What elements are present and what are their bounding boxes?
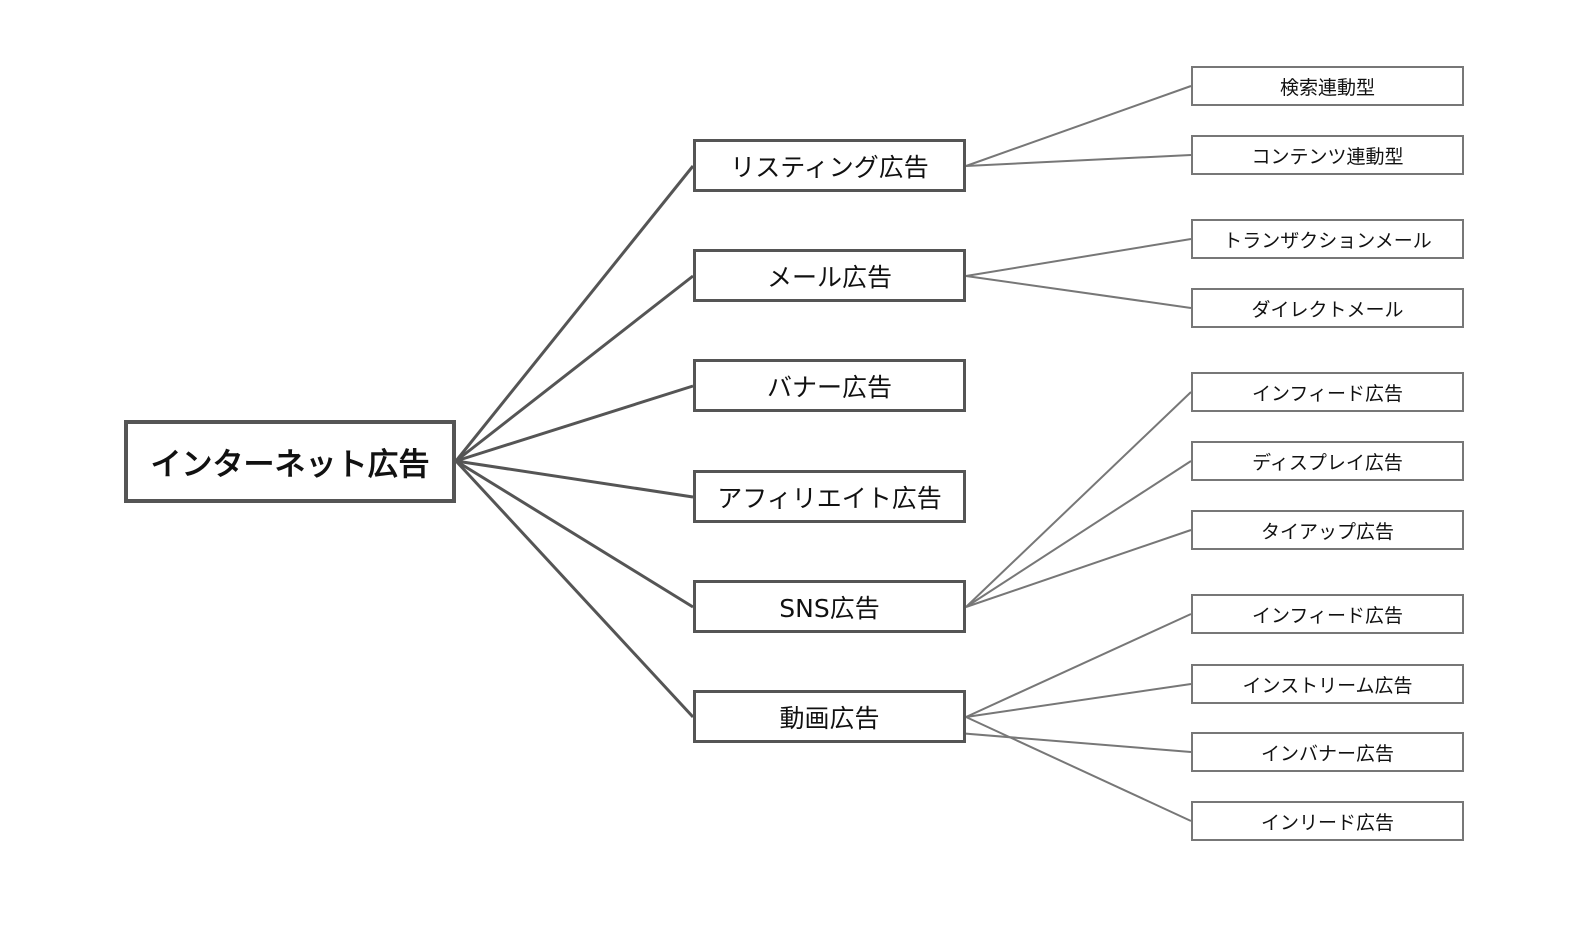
edge-listing-content bbox=[965, 154, 1192, 167]
edge-mail-direct bbox=[965, 275, 1192, 309]
leaf-node-video-inbanner: インバナー広告 bbox=[1191, 732, 1464, 772]
leaf-node-mail-transaction: トランザクションメール bbox=[1191, 219, 1464, 259]
leaf-node-sns-infeed: インフィード広告 bbox=[1191, 372, 1464, 412]
leaf-node-listing-content: コンテンツ連動型 bbox=[1191, 135, 1464, 175]
leaf-node-sns-display: ディスプレイ広告 bbox=[1191, 441, 1464, 481]
edge-video-instream bbox=[965, 683, 1192, 718]
edge-video-inread bbox=[965, 716, 1192, 822]
leaf-node-sns-tieup: タイアップ広告 bbox=[1191, 510, 1464, 550]
category-node-affiliate: アフィリエイト広告 bbox=[693, 470, 966, 523]
edge-sns-display bbox=[965, 460, 1192, 608]
edge-root-video bbox=[454, 459, 695, 719]
leaf-node-video-inread: インリード広告 bbox=[1191, 801, 1464, 841]
leaf-node-mail-direct: ダイレクトメール bbox=[1191, 288, 1464, 328]
category-node-banner: バナー広告 bbox=[693, 359, 966, 412]
root-node: インターネット広告 bbox=[124, 420, 456, 503]
leaf-node-listing-search: 検索連動型 bbox=[1191, 66, 1464, 106]
edge-root-mail bbox=[455, 274, 694, 463]
edge-root-listing bbox=[454, 165, 695, 462]
edge-sns-infeed bbox=[965, 391, 1192, 608]
edge-root-banner bbox=[455, 384, 694, 463]
edge-mail-transaction bbox=[965, 238, 1192, 277]
edge-video-inbanner bbox=[957, 732, 1192, 753]
edge-root-sns bbox=[455, 459, 694, 609]
category-node-mail: メール広告 bbox=[693, 249, 966, 302]
category-node-sns: SNS広告 bbox=[693, 580, 966, 633]
leaf-node-video-instream: インストリーム広告 bbox=[1191, 664, 1464, 704]
edge-sns-tieup bbox=[965, 529, 1192, 608]
category-node-listing: リスティング広告 bbox=[693, 139, 966, 192]
leaf-node-video-infeed: インフィード広告 bbox=[1191, 594, 1464, 634]
category-node-video: 動画広告 bbox=[693, 690, 966, 743]
edge-listing-search bbox=[965, 85, 1192, 167]
edge-video-infeed bbox=[965, 613, 1192, 718]
edge-root-affiliate bbox=[455, 459, 694, 499]
